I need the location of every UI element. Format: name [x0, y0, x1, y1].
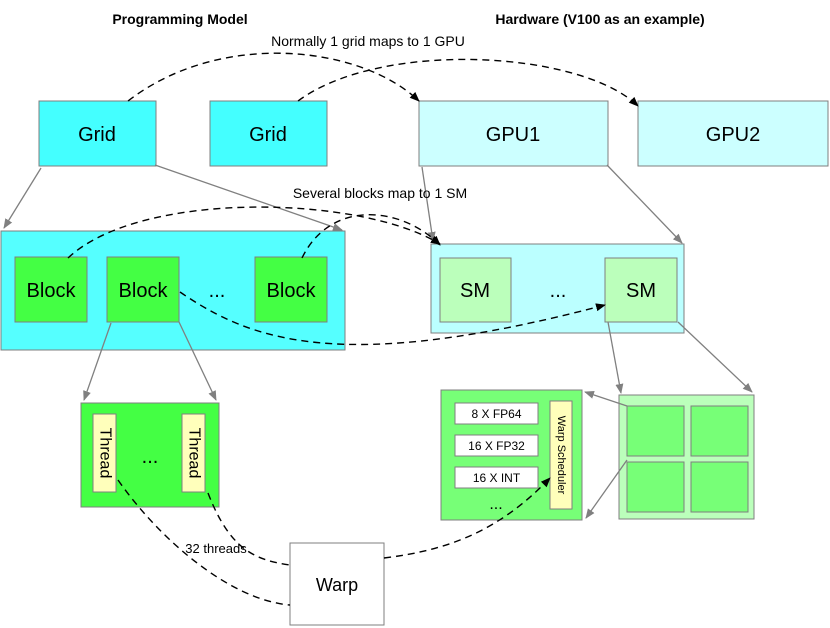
arrow-gpu-to-sm-left	[421, 166, 436, 242]
grid-label-1: Grid	[78, 124, 116, 146]
programming-model-heading: Programming Model	[112, 11, 247, 27]
thread-label-1: Thread	[96, 428, 113, 479]
block-label-1: Block	[27, 280, 77, 302]
unit-box-fp32	[454, 434, 539, 457]
warp-scheduler-label: Warp Scheduler	[555, 416, 567, 495]
arrow-quadrant-to-partition-bottom	[585, 459, 628, 519]
arrow-sm-to-partition	[607, 321, 624, 394]
arrow-sm-to-quadrants	[677, 321, 753, 393]
hardware-heading: Hardware (V100 as an example)	[495, 11, 704, 27]
mapping-arrows	[67, 52, 639, 606]
gpu-box-2	[637, 100, 829, 167]
gpu-box-1	[418, 100, 609, 167]
block-box-3	[254, 256, 328, 323]
grid-box-2	[209, 100, 328, 167]
unit-box-fp64	[454, 402, 539, 425]
arrow-block-to-thread-left	[83, 322, 112, 401]
dashed-block1-to-sm1	[67, 206, 441, 259]
arrow-quadrant-to-partition-top	[584, 391, 628, 407]
gpu-label-2: GPU2	[706, 124, 760, 146]
block-box-1	[14, 256, 88, 323]
unit-label-int: 16 X INT	[473, 471, 521, 485]
thread-box-2	[181, 413, 206, 493]
arrow-grid-to-container-left	[3, 167, 42, 229]
annotation-grid-to-gpu: Normally 1 grid maps to 1 GPU	[271, 33, 465, 49]
block-box-2	[106, 256, 180, 323]
unit-label-fp32: 16 X FP32	[468, 439, 525, 453]
grid-label-2: Grid	[249, 124, 287, 146]
unit-label-fp64: 8 X FP64	[471, 407, 521, 421]
units-ellipsis: ...	[489, 496, 502, 513]
dashed-thread2-to-warp	[207, 492, 291, 566]
sm-box-2	[604, 257, 678, 323]
dashed-thread1-to-warp	[117, 479, 291, 606]
thread-label-2: Thread	[185, 428, 202, 479]
arrow-gpu-to-sm-right	[606, 164, 683, 244]
grid-box-1	[38, 100, 157, 167]
sm-label-2: SM	[626, 280, 656, 302]
warp-label: Warp	[316, 575, 358, 595]
hierarchy-arrows	[3, 164, 753, 519]
annotation-blocks-to-sm: Several blocks map to 1 SM	[293, 185, 467, 201]
sm-quadrant-3	[626, 461, 685, 513]
sm-label-1: SM	[460, 280, 490, 302]
sm-box-1	[439, 257, 512, 323]
block-label-3: Block	[267, 280, 317, 302]
sm-quadrant-4	[690, 461, 749, 513]
dashed-grid2-to-gpu2	[297, 58, 639, 107]
warp-scheduler-box	[549, 400, 573, 510]
thread-ellipsis: ...	[142, 446, 159, 468]
arrow-block-to-thread-right	[178, 321, 217, 401]
block-label-2: Block	[119, 280, 169, 302]
dashed-block2-to-sm2	[179, 291, 606, 346]
block-ellipsis: ...	[209, 280, 226, 302]
warp-box	[289, 542, 385, 626]
annotation-threads-to-warp: 32 threads	[185, 541, 247, 556]
sm-quadrant-2	[690, 405, 749, 457]
thread-box-1	[92, 413, 117, 493]
arrow-grid-to-container-right	[154, 164, 343, 231]
sm-quadrant-1	[626, 405, 685, 457]
gpu-label-1: GPU1	[486, 124, 540, 146]
sm-ellipsis: ...	[550, 280, 567, 302]
unit-box-int	[454, 466, 539, 489]
dashed-grid1-to-gpu1	[127, 52, 420, 102]
